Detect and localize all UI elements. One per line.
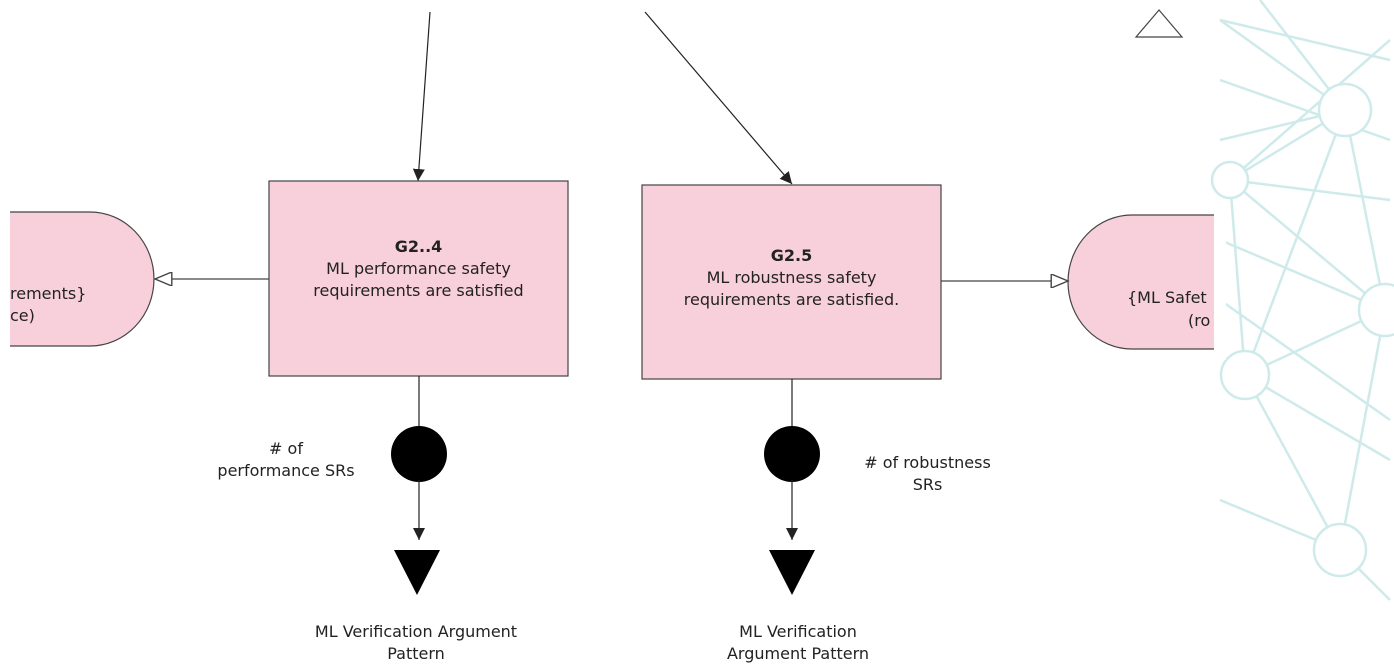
away-goal-right-line2: (ro [1188, 311, 1211, 330]
undeveloped-triangle-icon [1134, 9, 1184, 38]
multiplicity-label-g24: # of performance SRs [217, 439, 355, 481]
incoming-arrow-g25 [644, 11, 793, 185]
away-goal-left-line1: rements} [10, 284, 87, 303]
multiplicity-label-g25: # of robustness SRs [864, 453, 991, 495]
multiplicity-dot-g24 [391, 426, 447, 482]
pattern-triangle-g25 [769, 550, 815, 595]
pattern-triangle-g24 [394, 550, 440, 595]
goal-g24-text: G2..4 ML performance safety requirements… [275, 236, 562, 302]
pattern-ref-g25: ML Verification Argument Pattern [726, 622, 870, 664]
goal-g25-id: G2.5 [770, 246, 813, 265]
goal-g24-id: G2..4 [394, 237, 443, 256]
incoming-arrow-g24 [412, 11, 431, 182]
away-goal-right-line1: {ML Safet [1127, 288, 1207, 307]
goal-g24-box[interactable] [268, 180, 569, 377]
pattern-ref-g24: ML Verification Argument Pattern [314, 622, 518, 664]
away-goal-left-line2: ce) [10, 306, 35, 325]
goal-g25-box[interactable] [641, 184, 942, 380]
multiplicity-dot-g25 [764, 426, 820, 482]
network-watermark-icon [1210, 0, 1394, 601]
goal-g24-statement: ML performance safety requirements are s… [313, 259, 524, 301]
goal-g25-text: G2.5 ML robustness safety requirements a… [648, 245, 935, 311]
goal-g25-statement: ML robustness safety requirements are sa… [683, 268, 900, 310]
